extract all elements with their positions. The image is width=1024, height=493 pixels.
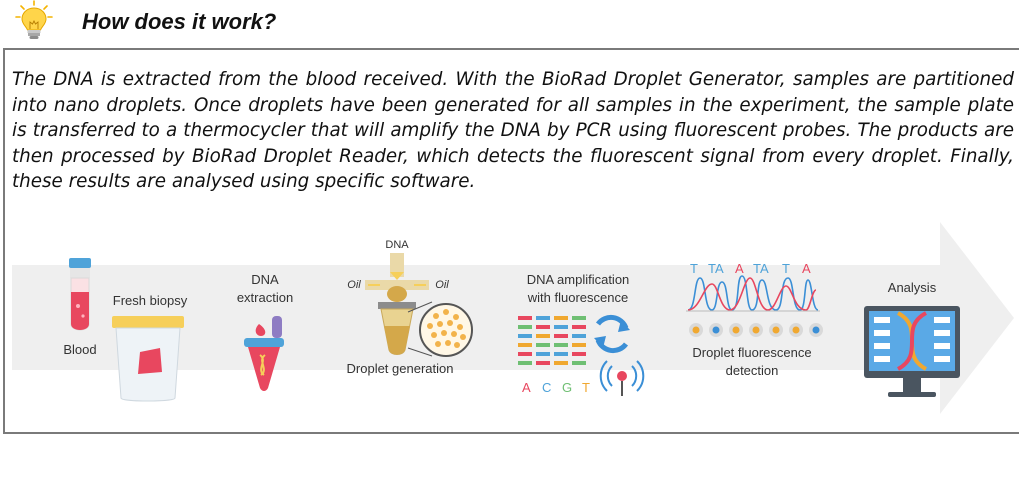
label-fluorescence-2: detection — [726, 363, 779, 378]
droplet-row-icon — [689, 323, 823, 337]
label-oil-left: Oil — [347, 279, 361, 291]
lightbulb-icon — [15, 0, 53, 39]
label-dna-extraction-1: DNA — [251, 272, 279, 287]
label-amplification-2: with fluorescence — [527, 290, 628, 305]
label-fluorescence-1: Droplet fluorescence — [692, 345, 811, 360]
biopsy-container-icon — [112, 316, 184, 402]
label-droplet-generation: Droplet generation — [347, 361, 454, 376]
label-oil-right: Oil — [435, 279, 449, 291]
monitor-dna-icon — [864, 306, 960, 397]
base-t: T — [582, 380, 590, 395]
sequence-grid-icon — [518, 316, 586, 365]
workflow-diagram: Blood Fresh biopsy DNA extraction DNA — [12, 222, 1014, 414]
extraction-tube-icon — [244, 316, 284, 391]
blood-tube-icon — [69, 258, 91, 331]
content-frame — [3, 48, 1019, 434]
peak-letter-2: TA — [708, 261, 724, 276]
label-fresh-biopsy: Fresh biopsy — [113, 293, 188, 308]
label-analysis: Analysis — [888, 280, 937, 295]
label-amplification-1: DNA amplification — [527, 272, 630, 287]
peak-letter-1: T — [690, 261, 698, 276]
peak-letter-5: T — [782, 261, 790, 276]
description-paragraph: The DNA is extracted from the blood rece… — [12, 69, 1014, 193]
droplet-generator-icon — [365, 253, 473, 357]
section-title: How does it work? — [82, 9, 277, 34]
fluorescence-signal-icon — [599, 360, 645, 396]
header: How does it work? — [0, 0, 1024, 48]
base-g: G — [562, 380, 572, 395]
label-dna-extraction-2: extraction — [237, 290, 293, 305]
peak-letter-6: A — [802, 261, 811, 276]
label-dna-input: DNA — [385, 239, 409, 251]
refresh-cycle-icon — [594, 314, 630, 354]
peak-letter-4: TA — [753, 261, 769, 276]
chromatogram-icon — [686, 275, 820, 312]
label-blood: Blood — [63, 342, 96, 357]
base-a: A — [522, 380, 531, 395]
peak-letter-3: A — [735, 261, 744, 276]
base-c: C — [542, 380, 551, 395]
